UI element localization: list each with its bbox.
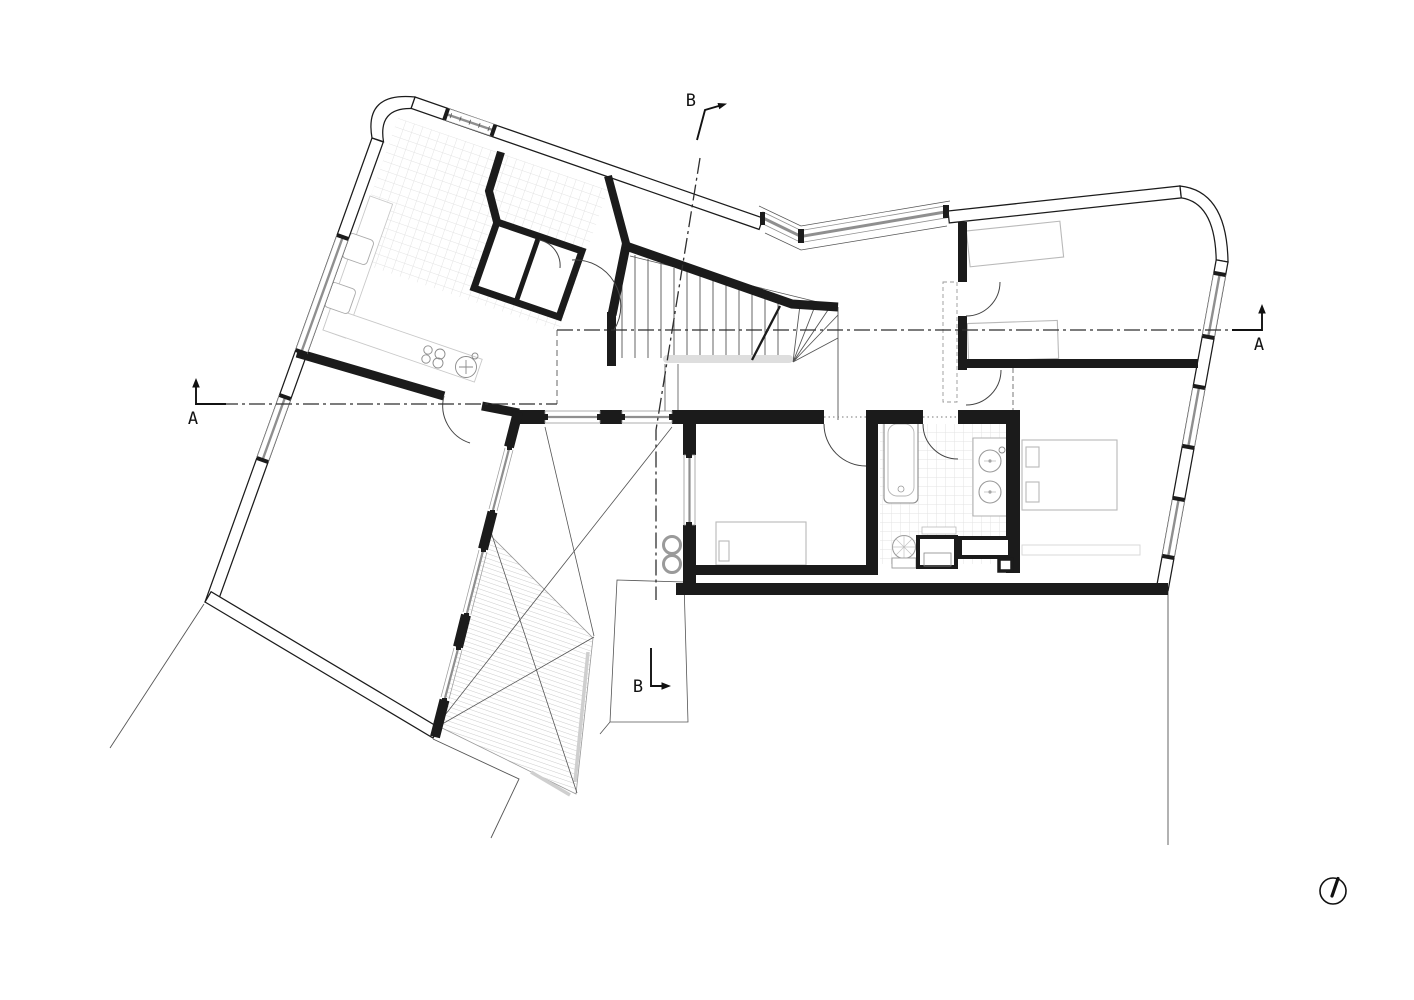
north-arrow-icon	[1319, 876, 1347, 905]
section-marker-b-bottom: B	[633, 648, 671, 697]
door-arc-living-room	[442, 395, 471, 444]
bed-bottom-center	[715, 521, 807, 566]
east-window-upper	[1201, 270, 1226, 340]
west-window-upper	[295, 233, 350, 356]
section-line-a	[195, 329, 1243, 405]
stairs	[621, 251, 839, 420]
section-label-b-bottom: B	[633, 677, 643, 697]
terrace-deck	[437, 531, 594, 797]
section-label-b-top: B	[686, 91, 696, 111]
section-marker-a-right: A	[1232, 304, 1266, 355]
section-label-a-left: A	[188, 409, 198, 429]
hall-terrace-doors	[543, 410, 674, 424]
vanity-double-sink	[972, 437, 1009, 517]
section-marker-b-top: B	[686, 91, 727, 141]
kitchen-counter	[322, 195, 483, 383]
planter-columns	[662, 535, 682, 574]
kitchen-sink-icon	[455, 352, 479, 378]
bathroom-units	[916, 535, 1014, 573]
stair-handrail	[663, 355, 793, 363]
doors	[442, 239, 1014, 467]
section-line-b	[655, 157, 701, 600]
wardrobe-top-right-room	[965, 220, 1065, 363]
wardrobe-corridor-dashed	[942, 281, 958, 403]
windows	[256, 107, 1226, 703]
door-arc-pantry	[538, 239, 561, 269]
door-arc-corridor-east	[965, 369, 1002, 406]
door-arc-top-right-bedroom	[965, 281, 1001, 317]
kitchen-window	[442, 107, 498, 137]
clerestory-glazing	[758, 200, 951, 251]
east-window-middle	[1181, 383, 1206, 450]
section-label-a-right: A	[1254, 335, 1264, 355]
bedroom-west-window	[683, 453, 696, 527]
oven-icon	[324, 233, 374, 314]
site-boundary-lines	[109, 579, 1169, 845]
west-window-lower	[256, 393, 292, 464]
interior-walls	[295, 150, 1198, 739]
pantry-walls	[469, 217, 587, 322]
section-marker-a-left: A	[188, 378, 226, 429]
cooktop-icon	[421, 345, 446, 369]
toilet	[891, 535, 917, 569]
bathtub	[883, 418, 919, 504]
door-arc-bathroom	[922, 423, 959, 460]
terrace-window-wall	[440, 445, 514, 703]
bed-bottom-right	[1021, 439, 1141, 556]
stair-break-line	[750, 305, 782, 361]
door-arc-hall	[571, 259, 622, 331]
door-arc-bottom-center-bedroom	[823, 423, 867, 467]
east-window-lower	[1161, 495, 1185, 560]
towel-rail	[921, 526, 957, 535]
